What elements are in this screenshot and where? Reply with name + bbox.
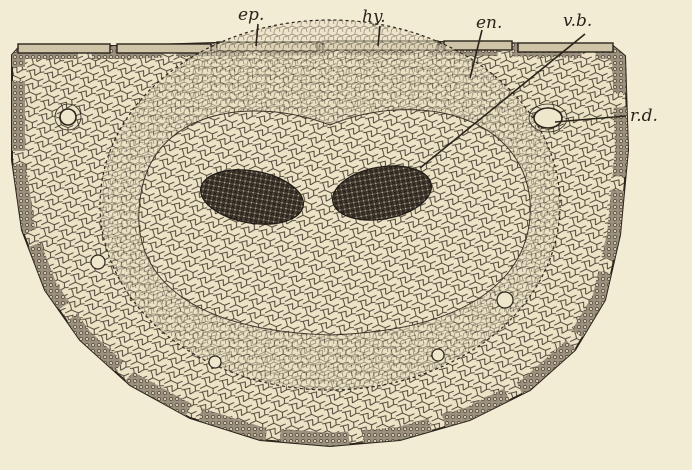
- label-vb: v.b.: [563, 11, 592, 31]
- label-rd: r.d.: [630, 106, 658, 126]
- label-ep: ep.: [238, 5, 264, 25]
- label-en: en.: [476, 13, 502, 33]
- label-hy: hy.: [362, 7, 386, 27]
- central-pith: [139, 110, 531, 335]
